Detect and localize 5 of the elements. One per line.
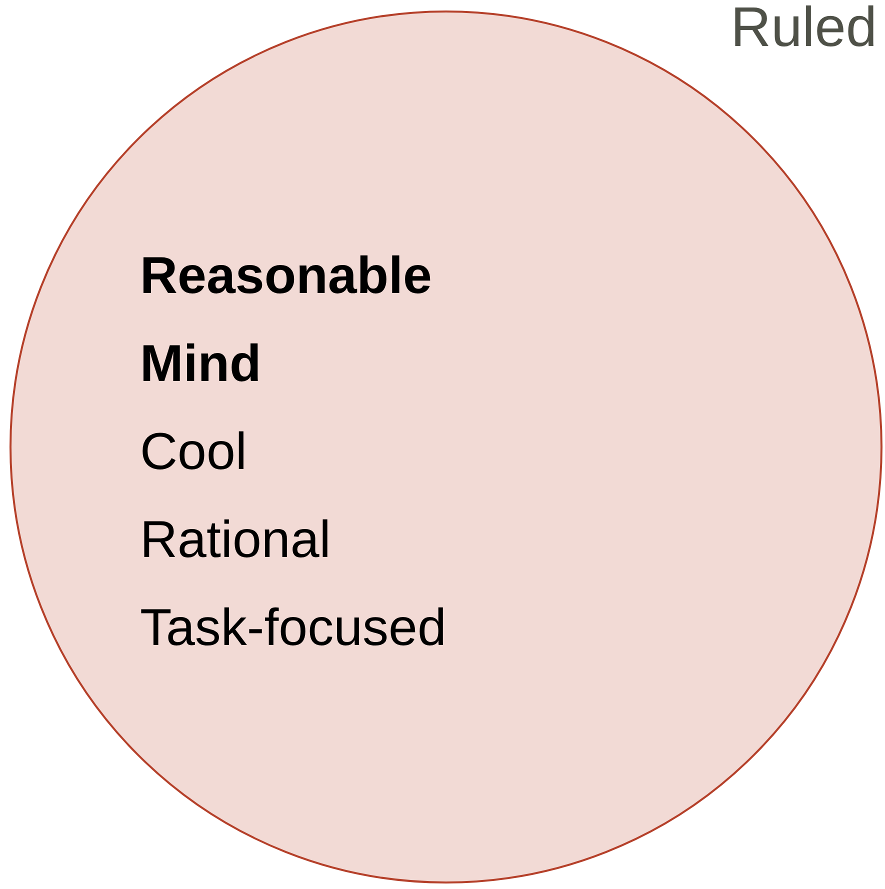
circle-text: Cool bbox=[140, 422, 248, 483]
circle-text: Task-focused bbox=[140, 598, 448, 659]
corner-label: Ruled bbox=[730, 0, 877, 59]
circle-text: Rational bbox=[140, 510, 332, 571]
circle-heading: Reasonable Mind bbox=[140, 246, 433, 395]
